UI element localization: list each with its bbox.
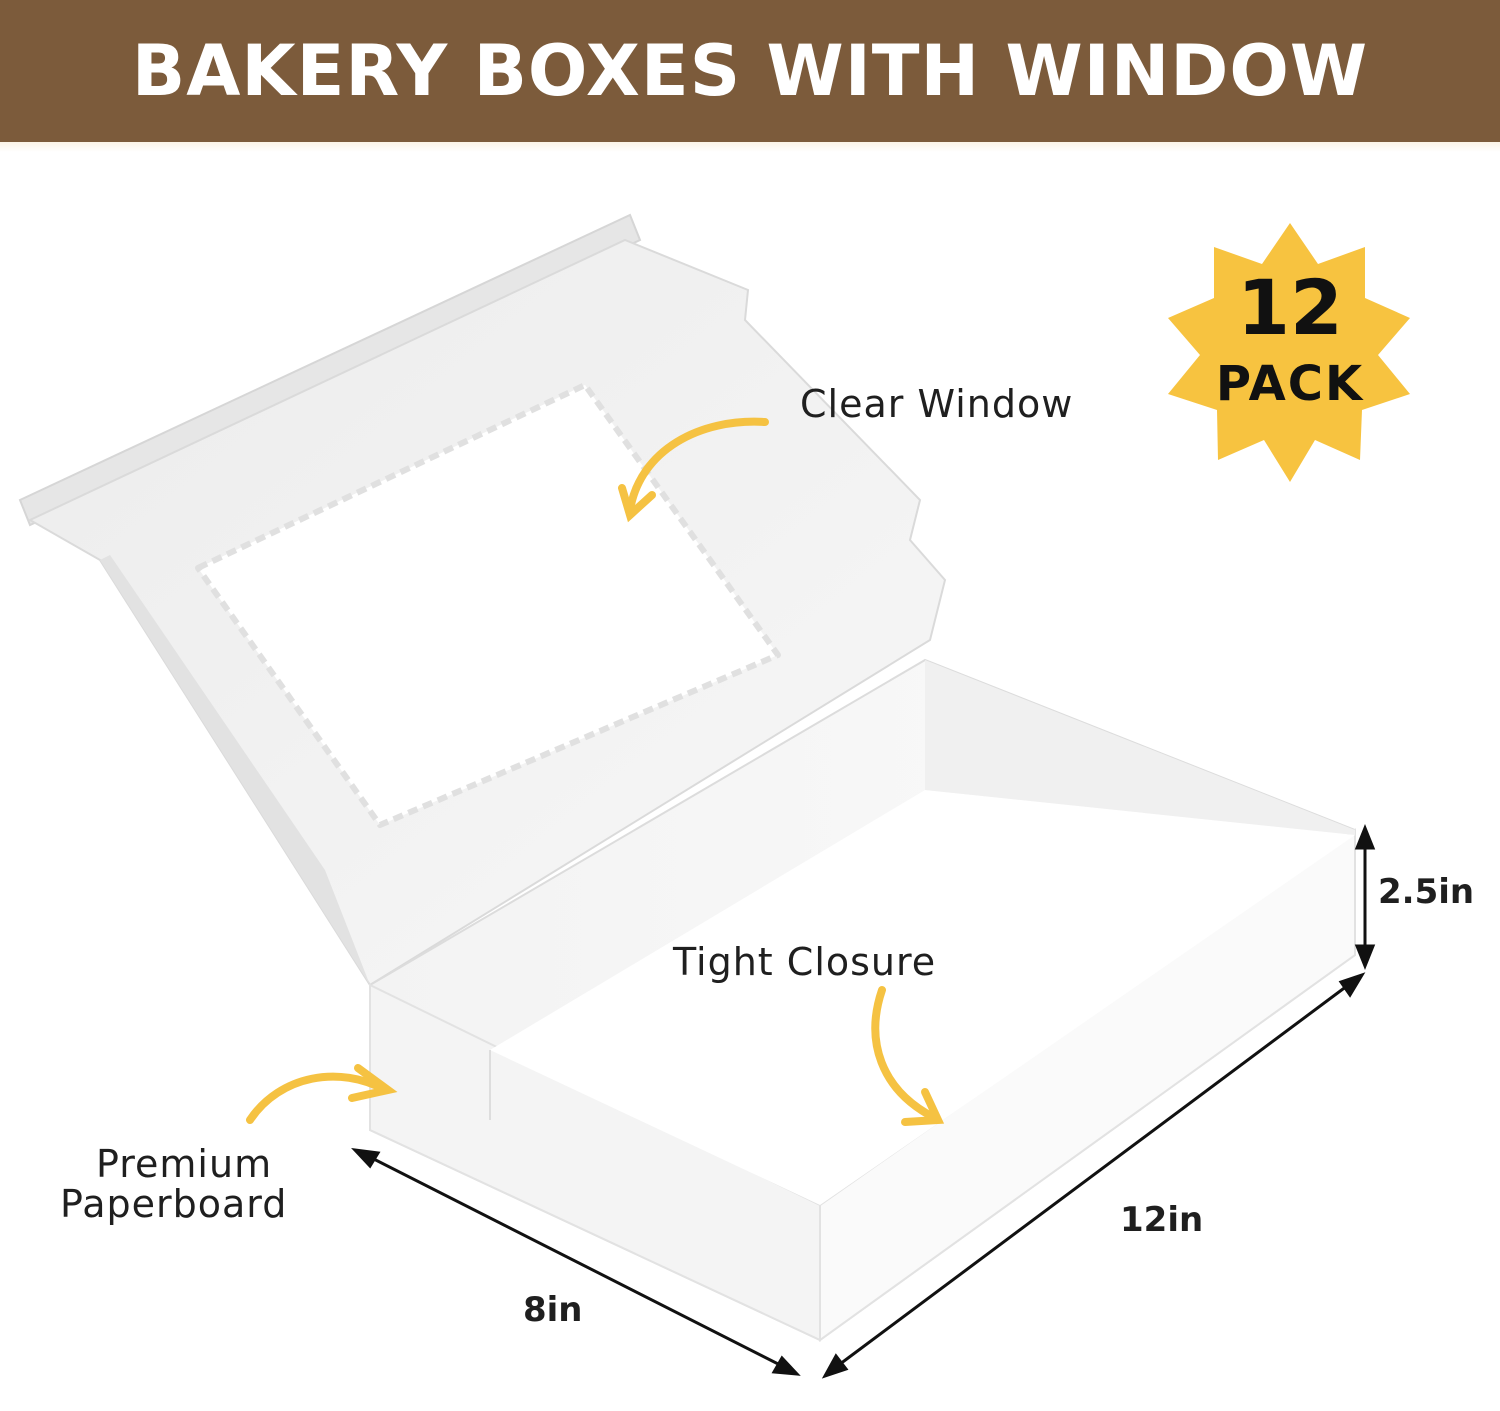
box-base bbox=[369, 658, 1356, 1342]
length-label: 12in bbox=[1120, 1200, 1204, 1240]
pack-count: 12 bbox=[1237, 263, 1343, 352]
pack-unit: PACK bbox=[1215, 356, 1365, 412]
length-dimension-arrow bbox=[821, 972, 1366, 1379]
banner-title: BAKERY BOXES WITH WINDOW bbox=[131, 30, 1369, 112]
premium-label-line1: Premium bbox=[96, 1142, 273, 1186]
premium-label-line2: Paperboard bbox=[60, 1182, 288, 1226]
clear-window-label: Clear Window bbox=[800, 382, 1074, 426]
banner-fade bbox=[0, 142, 1500, 152]
tight-closure-arrow bbox=[871, 986, 945, 1126]
tight-closure-label: Tight Closure bbox=[673, 940, 937, 984]
width-dimension-arrow bbox=[351, 1147, 801, 1376]
height-label: 2.5in bbox=[1378, 872, 1475, 912]
width-label: 8in bbox=[523, 1290, 583, 1330]
premium-arrow bbox=[246, 1064, 398, 1124]
title-banner: BAKERY BOXES WITH WINDOW bbox=[0, 0, 1500, 142]
clear-window-arrow bbox=[618, 417, 769, 523]
pack-badge-starburst bbox=[1168, 223, 1410, 482]
height-dimension-arrow bbox=[1354, 823, 1376, 971]
